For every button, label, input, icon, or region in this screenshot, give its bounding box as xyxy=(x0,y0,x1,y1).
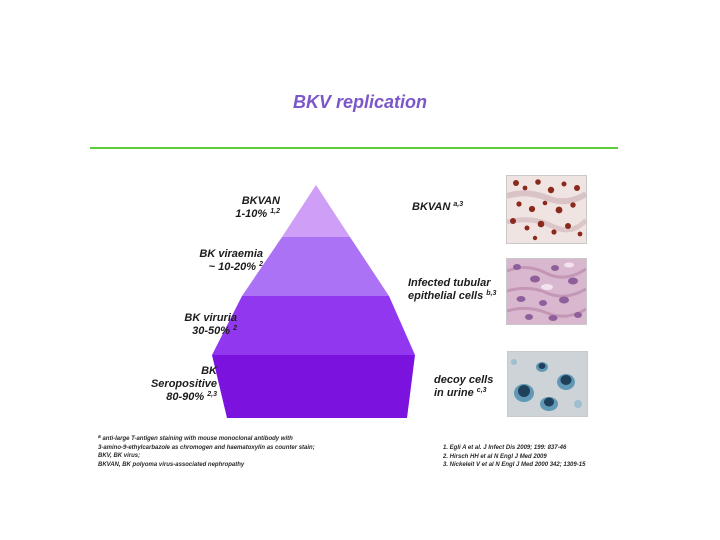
reference-2: 2. Hirsch HH et al N Engl J Med 2009 xyxy=(443,453,643,462)
tier-label-seropositive: BK Seropositive 80-90% 2,3 xyxy=(120,365,217,404)
tier-label-seropositive-name2: Seropositive xyxy=(120,378,217,391)
micrograph-tubular-cells xyxy=(506,258,587,325)
image-label-decoy-line2: in urine xyxy=(434,387,474,399)
footnote-line-1: anti-large T-antigen staining with mouse… xyxy=(102,436,292,442)
footnote-line-2: 3-amino-9-ethylcarbazole as chromogen an… xyxy=(98,444,398,453)
footnote-line-4: BKVAN, BK polyoma virus-associated nephr… xyxy=(98,461,398,470)
image-label-bkvan: BKVAN a,3 xyxy=(412,201,463,214)
tier-label-bkvan-name: BKVAN xyxy=(190,195,280,208)
image-label-bkvan-refs: a,3 xyxy=(453,201,463,208)
pyramid-tier-viraemia xyxy=(242,237,389,296)
tier-label-viruria: BK viruria 30-50% 2 xyxy=(140,312,237,338)
pyramid-tier-bkvan xyxy=(282,185,350,237)
references: 1. Egli A et al. J Infect Dis 2009; 199:… xyxy=(443,444,643,470)
tier-label-seropositive-value: 80-90% xyxy=(166,391,204,403)
image-label-decoy-refs: c,3 xyxy=(477,387,487,394)
image-label-decoy-line1: decoy cells xyxy=(434,374,493,387)
tier-label-viraemia-value: ~ 10-20% xyxy=(209,261,256,273)
micrograph-bkvan xyxy=(506,175,587,244)
image-label-tubular-refs: b,3 xyxy=(486,290,496,297)
footnotes: a anti-large T-antigen staining with mou… xyxy=(98,435,398,469)
image-label-bkvan-text: BKVAN xyxy=(412,201,450,213)
image-label-tubular: Infected tubular epithelial cells b,3 xyxy=(408,277,496,303)
image-label-decoy: decoy cells in urine c,3 xyxy=(434,374,493,400)
tier-label-bkvan-value: 1-10% xyxy=(235,208,267,220)
tier-label-viruria-value: 30-50% xyxy=(192,325,230,337)
image-label-tubular-line1: Infected tubular xyxy=(408,277,496,290)
tier-label-viruria-refs: 2 xyxy=(233,325,237,332)
footnote-line-3: BKV, BK virus; xyxy=(98,452,398,461)
tier-label-viraemia-refs: 2 xyxy=(259,261,263,268)
tier-label-viruria-name: BK viruria xyxy=(140,312,237,325)
tier-label-bkvan: BKVAN 1-10% 1,2 xyxy=(190,195,280,221)
tier-label-viraemia-name: BK viraemia xyxy=(160,248,263,261)
reference-1: 1. Egli A et al. J Infect Dis 2009; 199:… xyxy=(443,444,643,453)
tier-label-seropositive-refs: 2,3 xyxy=(207,391,217,398)
tier-label-bkvan-refs: 1,2 xyxy=(270,208,280,215)
pyramid-tier-seropositive xyxy=(212,355,415,418)
image-label-tubular-line2: epithelial cells xyxy=(408,290,483,302)
tier-label-seropositive-name: BK xyxy=(120,365,217,378)
micrograph-decoy-cells xyxy=(507,351,588,417)
tier-label-viraemia: BK viraemia ~ 10-20% 2 xyxy=(160,248,263,274)
pyramid-tier-viruria xyxy=(212,296,415,355)
reference-3: 3. Nickeleit V et al N Engl J Med 2000 3… xyxy=(443,461,643,470)
footnote-marker: a xyxy=(98,434,101,440)
